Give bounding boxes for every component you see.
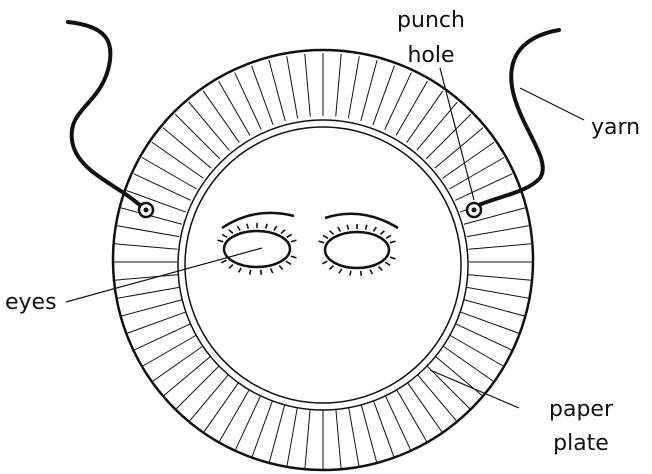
plate-ridge bbox=[417, 374, 457, 422]
label-eyes: eyes bbox=[5, 290, 57, 315]
plate-ridge bbox=[219, 81, 251, 136]
plate-ridge bbox=[117, 226, 179, 237]
plate-ridge bbox=[175, 365, 220, 410]
eyelash bbox=[250, 270, 251, 275]
plate-ridge bbox=[163, 356, 211, 396]
plate-ridge bbox=[443, 346, 495, 382]
plate-inner-rim-inner bbox=[185, 127, 461, 403]
plate-ridge bbox=[449, 335, 504, 367]
plate-ridge bbox=[468, 244, 531, 249]
plate-ridge bbox=[305, 54, 310, 117]
plate-ridge bbox=[152, 142, 204, 178]
plate-ridge bbox=[219, 388, 251, 443]
plate-ridge bbox=[443, 142, 495, 178]
label-yarn: yarn bbox=[591, 115, 640, 140]
plate-ridge bbox=[269, 403, 285, 464]
plate-ridge bbox=[426, 114, 471, 159]
yarn-left bbox=[68, 22, 143, 208]
plate-ridge bbox=[417, 102, 457, 150]
plate-ridge bbox=[305, 407, 310, 470]
label-punch: punch bbox=[397, 8, 465, 33]
plate-ridge bbox=[189, 102, 229, 150]
plate-ridge bbox=[152, 346, 204, 382]
plate-ridge bbox=[468, 275, 531, 280]
label-paper: paper bbox=[549, 397, 614, 422]
leader-punch-hole bbox=[440, 68, 474, 200]
plate-ridge bbox=[175, 114, 220, 159]
plate-ridge bbox=[467, 226, 529, 237]
plate-ridge bbox=[435, 356, 483, 396]
punch-hole-left bbox=[139, 203, 153, 217]
plate-ridge bbox=[189, 374, 229, 422]
plate-ridge bbox=[348, 406, 359, 468]
plate-ridge bbox=[426, 365, 471, 410]
label-hole: hole bbox=[407, 43, 454, 68]
punch-hole-right bbox=[467, 203, 481, 217]
leader-paper-plate bbox=[430, 370, 519, 408]
plate-ridge bbox=[396, 388, 428, 443]
plate-ridge bbox=[407, 382, 443, 434]
plate-ridge bbox=[435, 128, 483, 168]
plate-ridge bbox=[407, 91, 443, 143]
plate-ridge bbox=[464, 300, 525, 316]
plate-ridge bbox=[396, 81, 428, 136]
label-plate: plate bbox=[553, 431, 609, 456]
plate-ridge bbox=[336, 54, 341, 117]
plate-ridge bbox=[361, 60, 377, 121]
plate-ridge bbox=[142, 158, 197, 190]
plate-ridge bbox=[287, 406, 298, 468]
plate-ridge bbox=[269, 60, 285, 121]
plate-ridge bbox=[361, 403, 377, 464]
plate-ridge bbox=[467, 287, 529, 298]
eyelash bbox=[261, 270, 262, 275]
plate-ridge bbox=[287, 56, 298, 118]
eyelash bbox=[361, 271, 362, 276]
plate-ridge bbox=[449, 158, 504, 190]
plate-ridge bbox=[203, 91, 239, 143]
plate-ridge bbox=[117, 287, 179, 298]
plate-ridge bbox=[203, 382, 239, 434]
plate-ridge bbox=[336, 407, 341, 470]
leader-yarn bbox=[520, 88, 584, 120]
plate-ridge bbox=[163, 128, 211, 168]
plate-ridge bbox=[121, 300, 182, 316]
plate-ridge bbox=[142, 335, 197, 367]
plate-ridge bbox=[348, 56, 359, 118]
plate-ridge bbox=[115, 244, 178, 249]
eyelash bbox=[350, 271, 351, 276]
